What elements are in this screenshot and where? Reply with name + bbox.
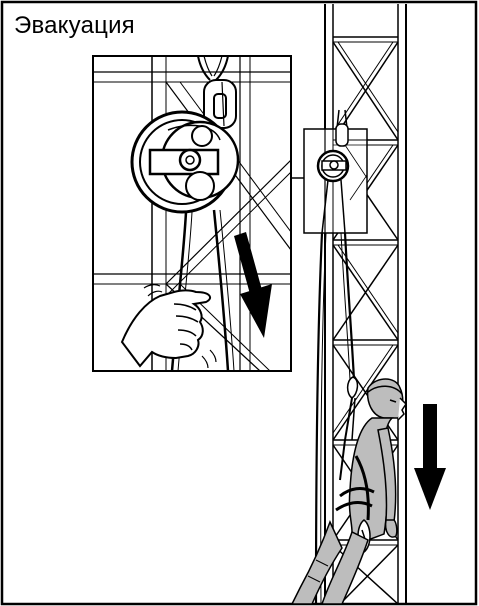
inset-detail: [92, 55, 292, 372]
descender-wheel: [130, 110, 240, 214]
page-title: Эвакуация: [14, 12, 135, 39]
evacuee-figure: [290, 376, 407, 605]
inset-down-arrow-icon: [234, 232, 272, 338]
rope-lines: [314, 232, 356, 605]
hand-grip: [120, 284, 217, 369]
down-arrow-icon: [414, 404, 446, 510]
detail-box: [286, 109, 368, 234]
hook-shackle: [197, 55, 237, 129]
